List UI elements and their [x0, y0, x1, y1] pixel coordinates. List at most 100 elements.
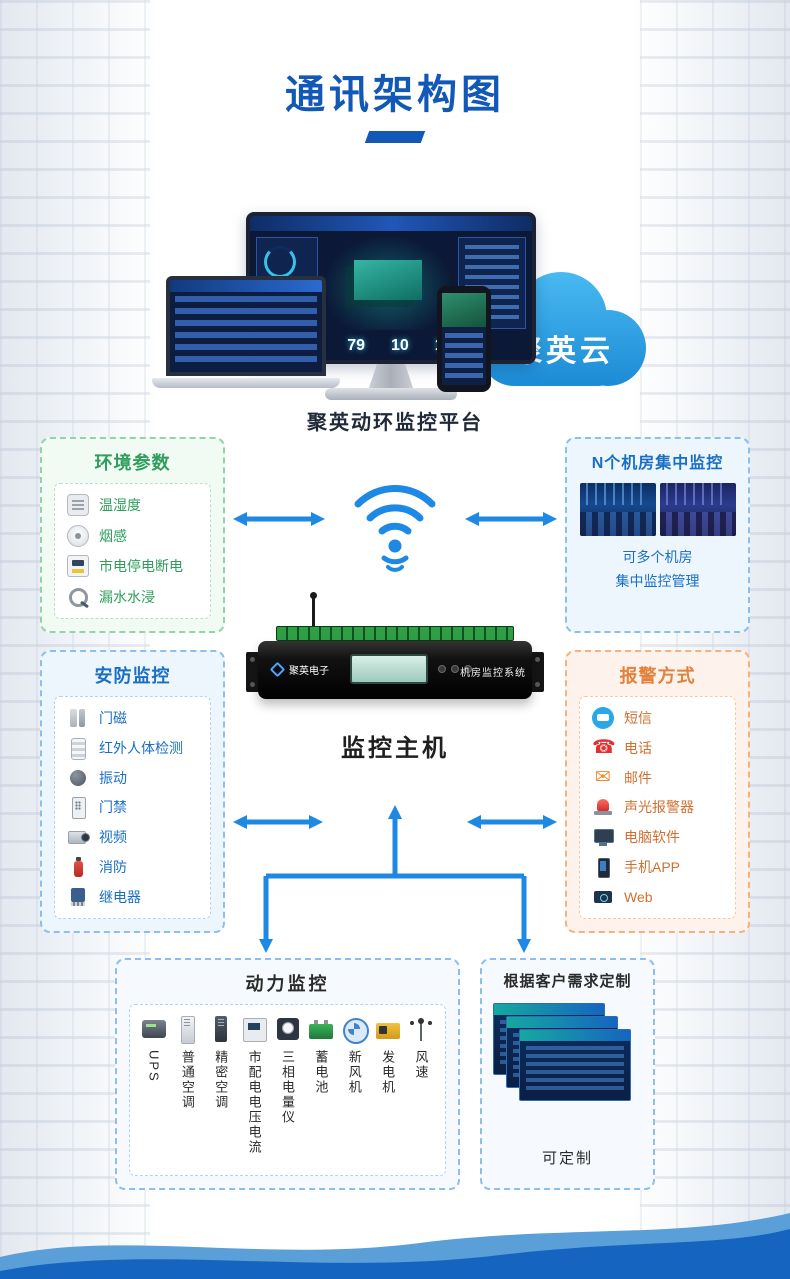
dashboard-3d-view: [324, 236, 452, 330]
power-item: 蓄电池: [305, 1015, 337, 1095]
brand-logo: 聚英电子: [269, 661, 329, 678]
title-underline-shape: [364, 131, 426, 143]
email-icon: [592, 767, 614, 789]
panel-body: 温湿度 烟感 市电停电断电 漏水水浸: [54, 483, 211, 619]
power-item-label: 发电机: [380, 1050, 396, 1095]
power-item-label: 三相电量仪: [280, 1050, 295, 1125]
list-item: 门禁: [67, 796, 198, 820]
device-model-label: 机房监控系统: [460, 668, 526, 679]
panel-title: 根据客户需求定制: [503, 973, 632, 990]
device-lcd-screen: [350, 654, 428, 684]
monitor-base: [325, 388, 457, 400]
list-item: 消防: [67, 856, 198, 878]
brand-name: 聚英电子: [289, 666, 329, 677]
power-item: 发电机: [372, 1015, 404, 1095]
list-item: 继电器: [67, 886, 198, 908]
rooms-caption: 可多个机房 集中监控管理: [616, 546, 700, 594]
item-label: 振动: [99, 769, 127, 786]
relay-icon: [67, 886, 89, 908]
rooms-caption-line: 可多个机房: [622, 549, 693, 565]
item-label: 视频: [99, 829, 127, 846]
list-item: 视频: [67, 826, 198, 848]
list-item: 漏水水浸: [67, 586, 198, 608]
customization-panel: 根据客户需求定制 可定制: [480, 958, 655, 1190]
terminal-blocks: [276, 626, 514, 641]
panel-title: 报警方式: [619, 666, 696, 686]
item-label: 红外人体检测: [99, 739, 183, 756]
custom-caption: 可定制: [541, 1150, 593, 1167]
list-item: 门磁: [67, 707, 198, 729]
water-leak-icon: [67, 586, 89, 608]
item-label: 门禁: [99, 799, 127, 816]
panel-body: 门磁 红外人体检测 振动 门禁 视频 消防: [54, 696, 211, 919]
power-item-label: 普通空调: [179, 1050, 195, 1110]
power-item: 精密空调: [205, 1015, 237, 1110]
brand-logo-icon: [269, 661, 286, 678]
monitor-stand: [369, 364, 413, 388]
power-item-label: 风速: [413, 1050, 429, 1080]
list-item: 手机APP: [592, 856, 723, 879]
rack-ear: [531, 652, 544, 692]
temp-humidity-icon: [67, 494, 89, 517]
laptop-keyboard-base: [152, 378, 340, 388]
smartphone: [437, 286, 491, 392]
door-magnet-icon: [67, 707, 89, 729]
power-item: 新风机: [338, 1015, 370, 1095]
page-title: 通讯架构图: [285, 73, 505, 117]
item-label: 温湿度: [99, 497, 141, 514]
mobile-app-icon: [592, 856, 614, 879]
server-room-photo: [579, 483, 656, 536]
item-label: 短信: [624, 709, 652, 726]
laptop-dashboard-screen: [166, 276, 326, 376]
normal-ac-icon: [173, 1015, 201, 1044]
list-item: 市电停电断电: [67, 555, 198, 578]
wifi-icon: [354, 485, 436, 572]
list-item: 温湿度: [67, 494, 198, 517]
panel-title: N个机房集中监控: [591, 455, 724, 472]
smoke-detector-icon: [67, 524, 89, 547]
security-monitoring-panel: 安防监控 门磁 红外人体检测 振动 门禁 视频: [40, 650, 225, 933]
stat-value: 79: [347, 337, 365, 354]
infrared-detector-icon: [67, 737, 89, 760]
power-item-label: UPS: [146, 1050, 162, 1083]
phone-app-screen: [442, 293, 486, 385]
list-item: 邮件: [592, 767, 723, 789]
power-monitoring-panel: 动力监控 UPS 普通空调 精密空调 市配电电压电流 三相电量仪: [115, 958, 460, 1190]
antenna-icon: [310, 592, 317, 630]
dashboard-gauge-panel: [256, 237, 318, 281]
item-label: 电话: [624, 739, 652, 756]
custom-dashboard-screenshots: [492, 1003, 643, 1113]
fresh-air-fan-icon: [340, 1015, 370, 1044]
item-label: Web: [624, 888, 653, 905]
power-item-label: 新风机: [346, 1050, 362, 1095]
item-label: 声光报警器: [624, 799, 694, 816]
wind-speed-icon: [407, 1015, 435, 1043]
ups-icon: [140, 1015, 168, 1043]
power-failure-icon: [67, 555, 89, 578]
sound-light-alarm-icon: [592, 796, 614, 818]
power-item: 风速: [405, 1015, 437, 1080]
rooms-caption-line: 集中监控管理: [615, 572, 700, 589]
list-item: Web: [592, 886, 723, 908]
panel-body: UPS 普通空调 精密空调 市配电电压电流 三相电量仪 蓄电池: [129, 1004, 446, 1176]
server-room-photo: [659, 483, 736, 536]
environment-parameters-panel: 环境参数 温湿度 烟感 市电停电断电 漏水水浸: [40, 437, 225, 633]
power-item-label: 市配电电压电流: [246, 1050, 262, 1155]
power-item-label: 蓄电池: [313, 1050, 329, 1095]
device-buttons: [438, 665, 472, 673]
list-item: 电话: [592, 737, 723, 759]
item-label: 漏水水浸: [99, 588, 155, 605]
three-phase-meter-icon: [274, 1015, 302, 1043]
multi-room-monitoring-panel: N个机房集中监控 可多个机房 集中监控管理: [565, 437, 750, 633]
item-label: 手机APP: [624, 859, 681, 876]
telephone-icon: [592, 737, 614, 759]
web-icon: [592, 886, 614, 908]
pc-software-icon: [592, 826, 614, 848]
item-label: 电脑软件: [624, 829, 680, 846]
panel-title: 安防监控: [94, 666, 171, 686]
item-label: 门磁: [99, 709, 127, 726]
host-label: 监控主机: [341, 735, 449, 762]
list-item: 短信: [592, 706, 723, 729]
rack-ear: [246, 652, 259, 692]
